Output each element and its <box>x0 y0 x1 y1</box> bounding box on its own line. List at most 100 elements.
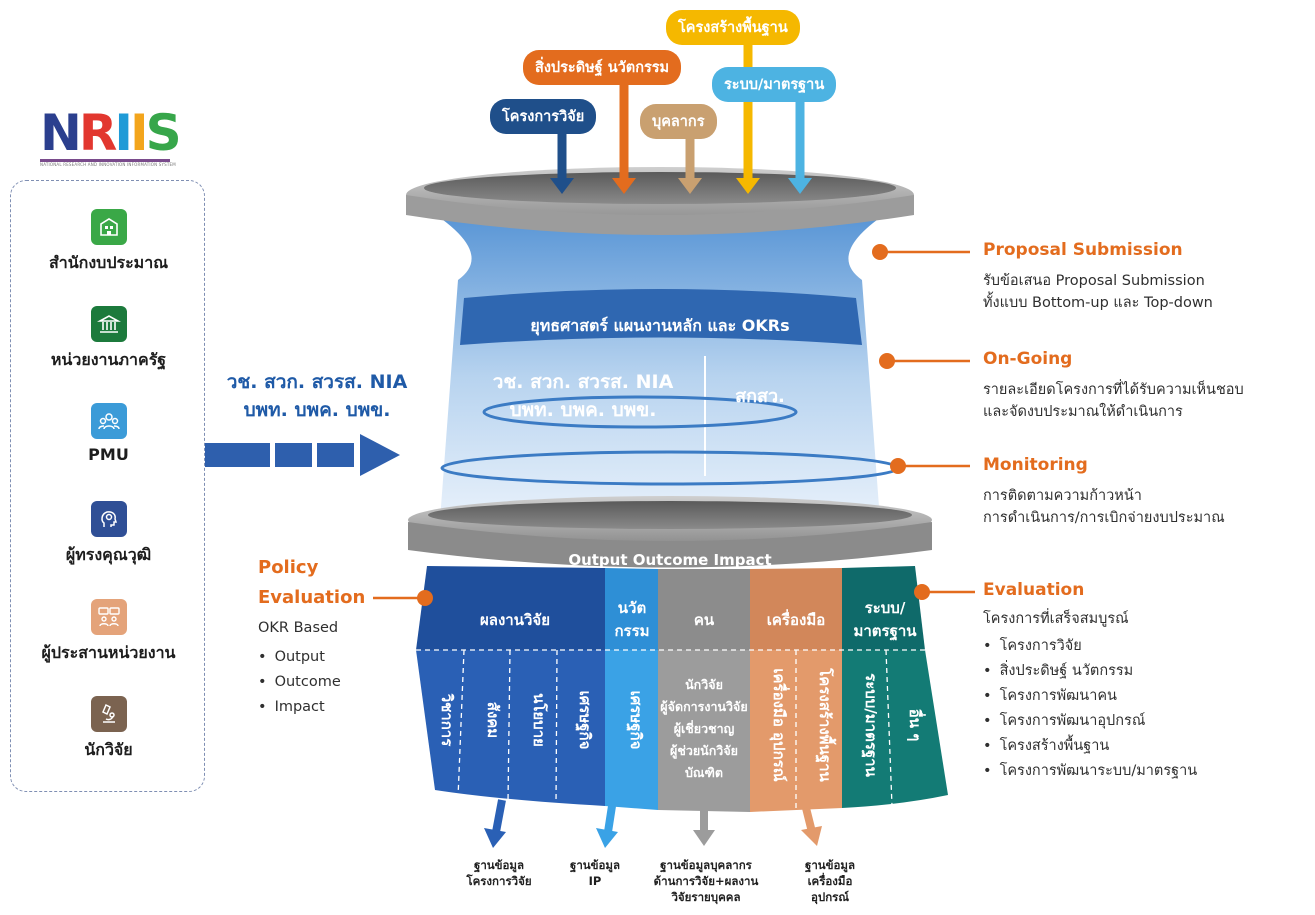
logo-tagline: NATIONAL RESEARCH AND INNOVATION INFORMA… <box>40 162 176 167</box>
research-header-label: ผลงานวิจัย <box>480 611 550 629</box>
stage-monitoring-line-1: การติดตามความก้าวหน้า <box>983 488 1142 504</box>
government-building-icon <box>90 306 127 342</box>
people-item-expert: ผู้เชี่ยวชาญ <box>674 720 735 737</box>
agencies-in-funnel-line-1: วช. สวก. สวรส. NIA <box>493 371 674 393</box>
policy-item: Outcome <box>258 670 341 695</box>
database-line: ฐานข้อมูลบุคลากร <box>660 858 752 872</box>
research-column <box>416 650 605 806</box>
evaluation-item: โครงการพัฒนาอุปกรณ์ <box>983 709 1197 734</box>
database-equipment: ฐานข้อมูล เครื่องมือ อุปกรณ์ <box>780 857 880 905</box>
evaluation-item: โครงการพัฒนาคน <box>983 684 1197 709</box>
people-item-research-manager: ผู้จัดการงานวิจัย <box>660 699 747 715</box>
database-line: ฐานข้อมูล <box>569 858 621 872</box>
output-header-label: Output Outcome Impact <box>568 551 771 569</box>
stage-evaluation-subtitle: โครงการที่เสร็จสมบูรณ์ <box>983 611 1129 627</box>
stakeholder-expert: ผู้ทรงคุณวุฒิ <box>11 501 206 568</box>
people-item-research-assistant: ผู้ช่วยนักวิจัย <box>670 743 738 759</box>
tools-item-infrastructure: โครงสร้างพื้นฐาน <box>815 667 837 782</box>
innovation-column-header <box>605 568 658 650</box>
standards-column-header <box>842 566 925 650</box>
strategy-band <box>460 289 862 345</box>
nriis-logo: NRIIS NATIONAL RESEARCH AND INNOVATION I… <box>40 104 182 168</box>
agencies-line-2: บพท. บพค. บพข. <box>243 399 391 421</box>
stakeholder-label: นักวิจัย <box>84 740 133 759</box>
stakeholder-budget-office: สำนักงบประมาณ <box>11 209 206 276</box>
stage-monitoring-title: Monitoring <box>983 455 1088 475</box>
database-line: โครงการวิจัย <box>466 874 532 888</box>
research-column-header <box>416 566 605 650</box>
input-pill-research-project: โครงการวิจัย <box>490 99 597 134</box>
innovation-item-economic: เศรษฐกิจ <box>626 691 645 750</box>
database-ip: ฐานข้อมูล IP <box>560 857 630 889</box>
tools-header-label: เครื่องมือ <box>767 609 825 629</box>
funnel-diagram: ยุทธศาสตร์ แผนงานหลัก และ OKRs วช. สวก. … <box>406 40 948 848</box>
database-line: ฐานข้อมูล <box>804 858 856 872</box>
database-line: วิจัยรายบุคคล <box>671 890 741 904</box>
policy-evaluation-title-line-2: Evaluation <box>258 587 366 608</box>
agencies-line-1: วช. สวก. สวรส. NIA <box>226 371 408 393</box>
strategy-label: ยุทธศาสตร์ แผนงานหลัก และ OKRs <box>530 316 789 336</box>
policy-connector <box>373 590 433 606</box>
database-line: อุปกรณ์ <box>810 890 849 904</box>
database-line: เครื่องมือ <box>807 874 853 888</box>
flow-arrow <box>205 434 400 476</box>
stakeholder-label: หน่วยงานภาครัฐ <box>50 350 167 369</box>
evaluation-item: โครงการวิจัย <box>983 634 1197 659</box>
people-header-label: คน <box>694 611 715 629</box>
microscope-icon <box>90 696 127 732</box>
stage-ongoing-line-1: รายละเอียดโครงการที่ได้รับความเห็นชอบ <box>983 382 1244 398</box>
stakeholder-label: PMU <box>88 445 129 464</box>
logo-wordmark: NRIIS <box>40 104 182 162</box>
innovation-header-line-1: นวัต <box>618 599 646 617</box>
funnel-body <box>412 200 908 520</box>
innovation-header-line-2: กรรม <box>614 622 649 640</box>
evaluation-list: โครงการวิจัย สิ่งประดิษฐ์ นวัตกรรม โครงก… <box>983 634 1198 784</box>
standards-item-other: อื่น ๆ <box>906 709 926 742</box>
standards-column <box>842 650 948 808</box>
stage-ongoing-line-2: และจัดงบประมาณให้ดำเนินการ <box>983 404 1183 420</box>
evaluation-item: โครงการพัฒนาระบบ/มาตรฐาน <box>983 759 1198 784</box>
people-column-header <box>658 569 750 650</box>
stage-monitoring-line-2: การดำเนินการ/การเบิกจ่ายงบประมาณ <box>983 510 1225 526</box>
coordinator-chat-icon <box>90 599 127 635</box>
tools-column-header <box>750 568 842 650</box>
stage-connectors <box>872 244 975 600</box>
ongoing-ring <box>482 395 798 429</box>
research-item-social: สังคม <box>484 702 502 738</box>
input-pill-invention: สิ่งประดิษฐ์ นวัตกรรม <box>523 50 682 85</box>
research-item-academic: วิชาการ <box>438 693 456 747</box>
stage-proposal-line-2: ทั้งแบบ Bottom-up และ Top-down <box>983 295 1213 311</box>
policy-item: Output <box>258 645 341 670</box>
stage-ongoing-description: รายละเอียดโครงการที่ได้รับความเห็นชอบ แล… <box>983 379 1244 423</box>
input-arrows <box>550 40 812 194</box>
top-rim-edge <box>406 195 914 235</box>
funding-agencies-label: วช. สวก. สวรส. NIA บพท. บพค. บพข. <box>212 368 422 424</box>
policy-evaluation-subtitle: OKR Based <box>258 620 339 636</box>
team-group-icon <box>90 403 127 439</box>
output-header-band <box>408 522 932 568</box>
stage-evaluation-title: Evaluation <box>983 580 1085 600</box>
innovation-column <box>605 650 658 810</box>
stage-ongoing-title: On-Going <box>983 349 1073 369</box>
expert-head-icon <box>90 501 127 537</box>
budget-office-icon <box>90 209 127 245</box>
evaluation-item: โครงสร้างพื้นฐาน <box>983 734 1197 759</box>
policy-evaluation-title-line-1: Policy <box>258 557 319 578</box>
database-line: ด้านการวิจัย+ผลงาน <box>653 874 759 888</box>
standards-header-line-2: มาตรฐาน <box>853 622 917 641</box>
stakeholder-government-agency: หน่วยงานภาครัฐ <box>11 306 206 373</box>
database-line: IP <box>588 874 602 888</box>
stakeholder-label: ผู้ประสานหน่วยงาน <box>41 643 176 662</box>
people-item-researcher: นักวิจัย <box>685 677 723 692</box>
stakeholder-label: ผู้ทรงคุณวุฒิ <box>65 545 152 564</box>
tools-item-equipment: เครื่องมือ อุปกรณ์ <box>769 668 790 781</box>
standards-header-line-1: ระบบ/ <box>865 599 906 617</box>
database-line: ฐานข้อมูล <box>473 858 525 872</box>
stakeholder-label: สำนักงบประมาณ <box>48 253 169 272</box>
stakeholder-panel: สำนักงบประมาณ หน่วยงานภาครัฐ PMU ผู้ทรงค… <box>10 180 205 792</box>
people-column <box>658 650 750 812</box>
top-rim-opening <box>424 172 896 204</box>
evaluation-item: สิ่งประดิษฐ์ นวัตกรรม <box>983 659 1197 684</box>
logo-underline <box>40 159 170 162</box>
agencies-in-funnel-line-2: บพท. บพค. บพข. <box>510 399 657 421</box>
